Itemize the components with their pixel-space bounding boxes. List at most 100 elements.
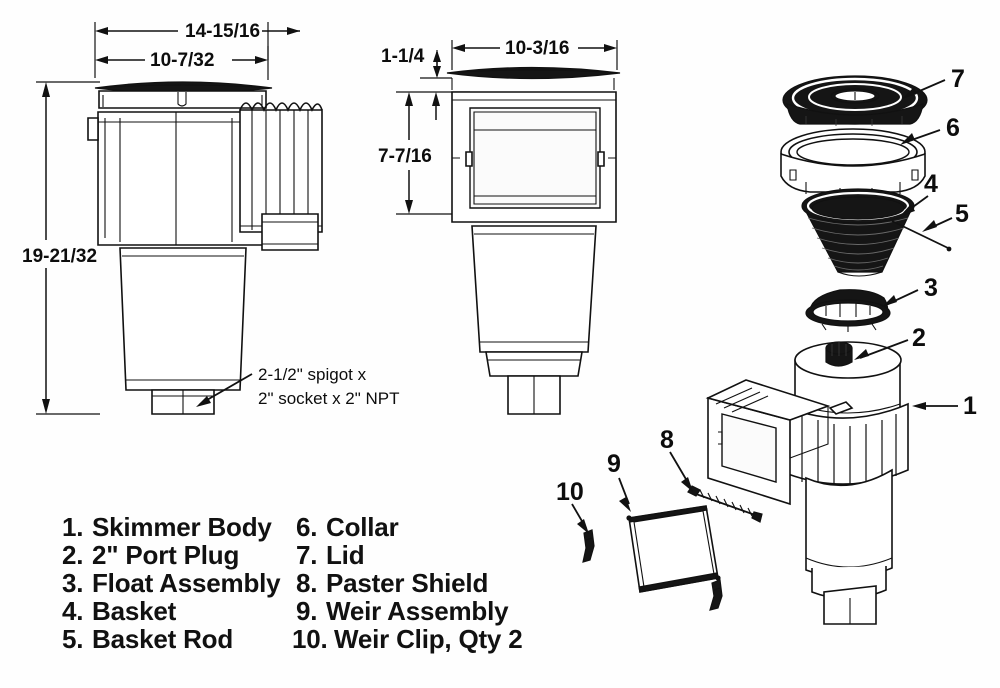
lid-ring-mid (808, 83, 902, 111)
callout-8-arrow (681, 477, 693, 492)
front-elevation-view: 14-15/16 10-7/32 19-21/32 (22, 21, 400, 415)
screw-tip-8 (751, 511, 763, 523)
legend-item-10-number: 10. (292, 624, 328, 654)
lid-skirt (786, 103, 924, 125)
arrowhead-throat-bottom (405, 200, 413, 214)
front-lid-tab (177, 92, 187, 107)
collar-lugs (789, 169, 919, 181)
float-base-inner (812, 302, 884, 322)
legend-column-right: 6. Collar 7. Lid 8. Paster Shield 9. Wei… (292, 512, 523, 654)
callout-number-5: 5 (955, 200, 969, 228)
body-lower-sump (805, 468, 893, 579)
callout-10-arrow (577, 519, 589, 534)
callout-number-1: 1 (963, 392, 977, 420)
screw-threads-8 (699, 489, 753, 517)
callout-number-10: 10 (556, 478, 584, 506)
basket-bottom-edge (837, 271, 883, 277)
side-elevation-view: 1-1/4 10-3/16 7-7/16 (378, 38, 621, 415)
front-fin-scallops (239, 102, 323, 113)
exploded-basket (801, 188, 915, 277)
exploded-float-assembly (805, 289, 891, 332)
weir-pivot-right (715, 575, 721, 581)
dim-throat-height-label: 7-7/16 (378, 146, 432, 167)
legend-item-8-number: 8. (296, 568, 317, 598)
legend-item-4-label: Basket (92, 596, 177, 626)
callout-1-arrow (912, 402, 926, 410)
port-note-line2: 2" socket x 2" NPT (258, 389, 400, 408)
weir-clip-right-detail (713, 587, 721, 591)
note-leader-arrow (196, 396, 211, 407)
side-base-ring (485, 351, 583, 377)
throat-box-side (789, 405, 829, 459)
collar-inner-ellipse (796, 138, 910, 166)
legend-item-7-label: Lid (326, 540, 364, 570)
legend-item-4-number: 4. (62, 596, 83, 626)
callout-6-arrow (900, 133, 915, 145)
callout-2-arrow (854, 349, 869, 360)
body-fins (801, 414, 897, 494)
weir-bottom-edge (638, 572, 719, 593)
front-fin-lines (251, 110, 309, 230)
basket-weave-texture (807, 217, 909, 271)
arrowhead-throat-top (405, 92, 413, 106)
throat-box-opening (721, 413, 777, 483)
dim-side-width-label: 10-3/16 (505, 38, 569, 59)
exploded-paster-shield (687, 485, 763, 523)
callout-4-arrow (900, 204, 915, 216)
exploded-lid (782, 75, 928, 126)
arrowhead-thickness-top (433, 50, 441, 62)
port-note-line1: 2-1/2" spigot x (258, 365, 367, 384)
callout-number-2: 2 (912, 324, 926, 352)
legend-item-9-label: Weir Assembly (326, 596, 509, 626)
arrowhead-throat-inner (432, 92, 440, 106)
callout-5-arrow (922, 220, 937, 232)
basket-rod-tip (946, 246, 952, 252)
side-notch-right (597, 151, 605, 167)
callout-number-8: 8 (660, 426, 674, 454)
collar-skirt (780, 152, 926, 193)
arrowhead-overall-left (95, 27, 108, 35)
callout-number-4: 4 (924, 170, 938, 198)
basket-cavity (811, 196, 905, 220)
legend-item-6-label: Collar (326, 512, 399, 542)
front-fin-block (239, 109, 323, 233)
side-lid-lugs (451, 78, 615, 90)
front-fin-cluster (239, 102, 323, 233)
callout-number-3: 3 (924, 274, 938, 302)
arrowhead-overall-right (287, 27, 300, 35)
side-notch-left (465, 151, 473, 167)
front-sump-taper (119, 247, 247, 391)
dim-lid-thickness-label: 1-1/4 (381, 46, 425, 67)
front-left-nub (87, 117, 99, 141)
front-lid-top-edge (94, 84, 273, 89)
arrowhead-lid-right (255, 56, 268, 64)
float-legs (821, 323, 877, 332)
legend-item-5-label: Basket Rod (92, 624, 233, 654)
legend-item-7-number: 7. (296, 540, 317, 570)
weir-clip-right (709, 579, 723, 611)
legend-item-6-number: 6. (296, 512, 317, 542)
legend-column-left: 1. Skimmer Body 2. 2" Port Plug 3. Float… (62, 512, 281, 654)
callout-9-arrow (619, 497, 631, 512)
side-throat-inner-frame (473, 111, 597, 205)
dim-overall-height-label: 19-21/32 (22, 246, 97, 267)
legend-item-10-label: Weir Clip, Qty 2 (334, 624, 522, 654)
arrowhead-lid-left (95, 56, 108, 64)
exploded-collar (780, 128, 926, 198)
arrowhead-height-bottom (42, 399, 50, 414)
legend-item-2-label: 2" Port Plug (92, 540, 239, 570)
weir-clip-left-detail (585, 537, 593, 541)
throat-box-top-ribs (715, 387, 769, 413)
legend-item-2-number: 2. (62, 540, 83, 570)
weir-clip-left (582, 529, 595, 563)
lid-skirt-tabs (805, 116, 903, 126)
exploded-port-plug (825, 341, 853, 367)
callout-number-6: 6 (946, 114, 960, 142)
callout-number-7: 7 (951, 65, 965, 93)
parts-list-legend: 1. Skimmer Body 2. 2" Port Plug 3. Float… (62, 512, 523, 654)
front-throat-lines (262, 221, 318, 245)
weir-pivot-left (626, 515, 632, 521)
side-lid-top-edge (446, 69, 621, 74)
float-ribs (825, 303, 871, 317)
